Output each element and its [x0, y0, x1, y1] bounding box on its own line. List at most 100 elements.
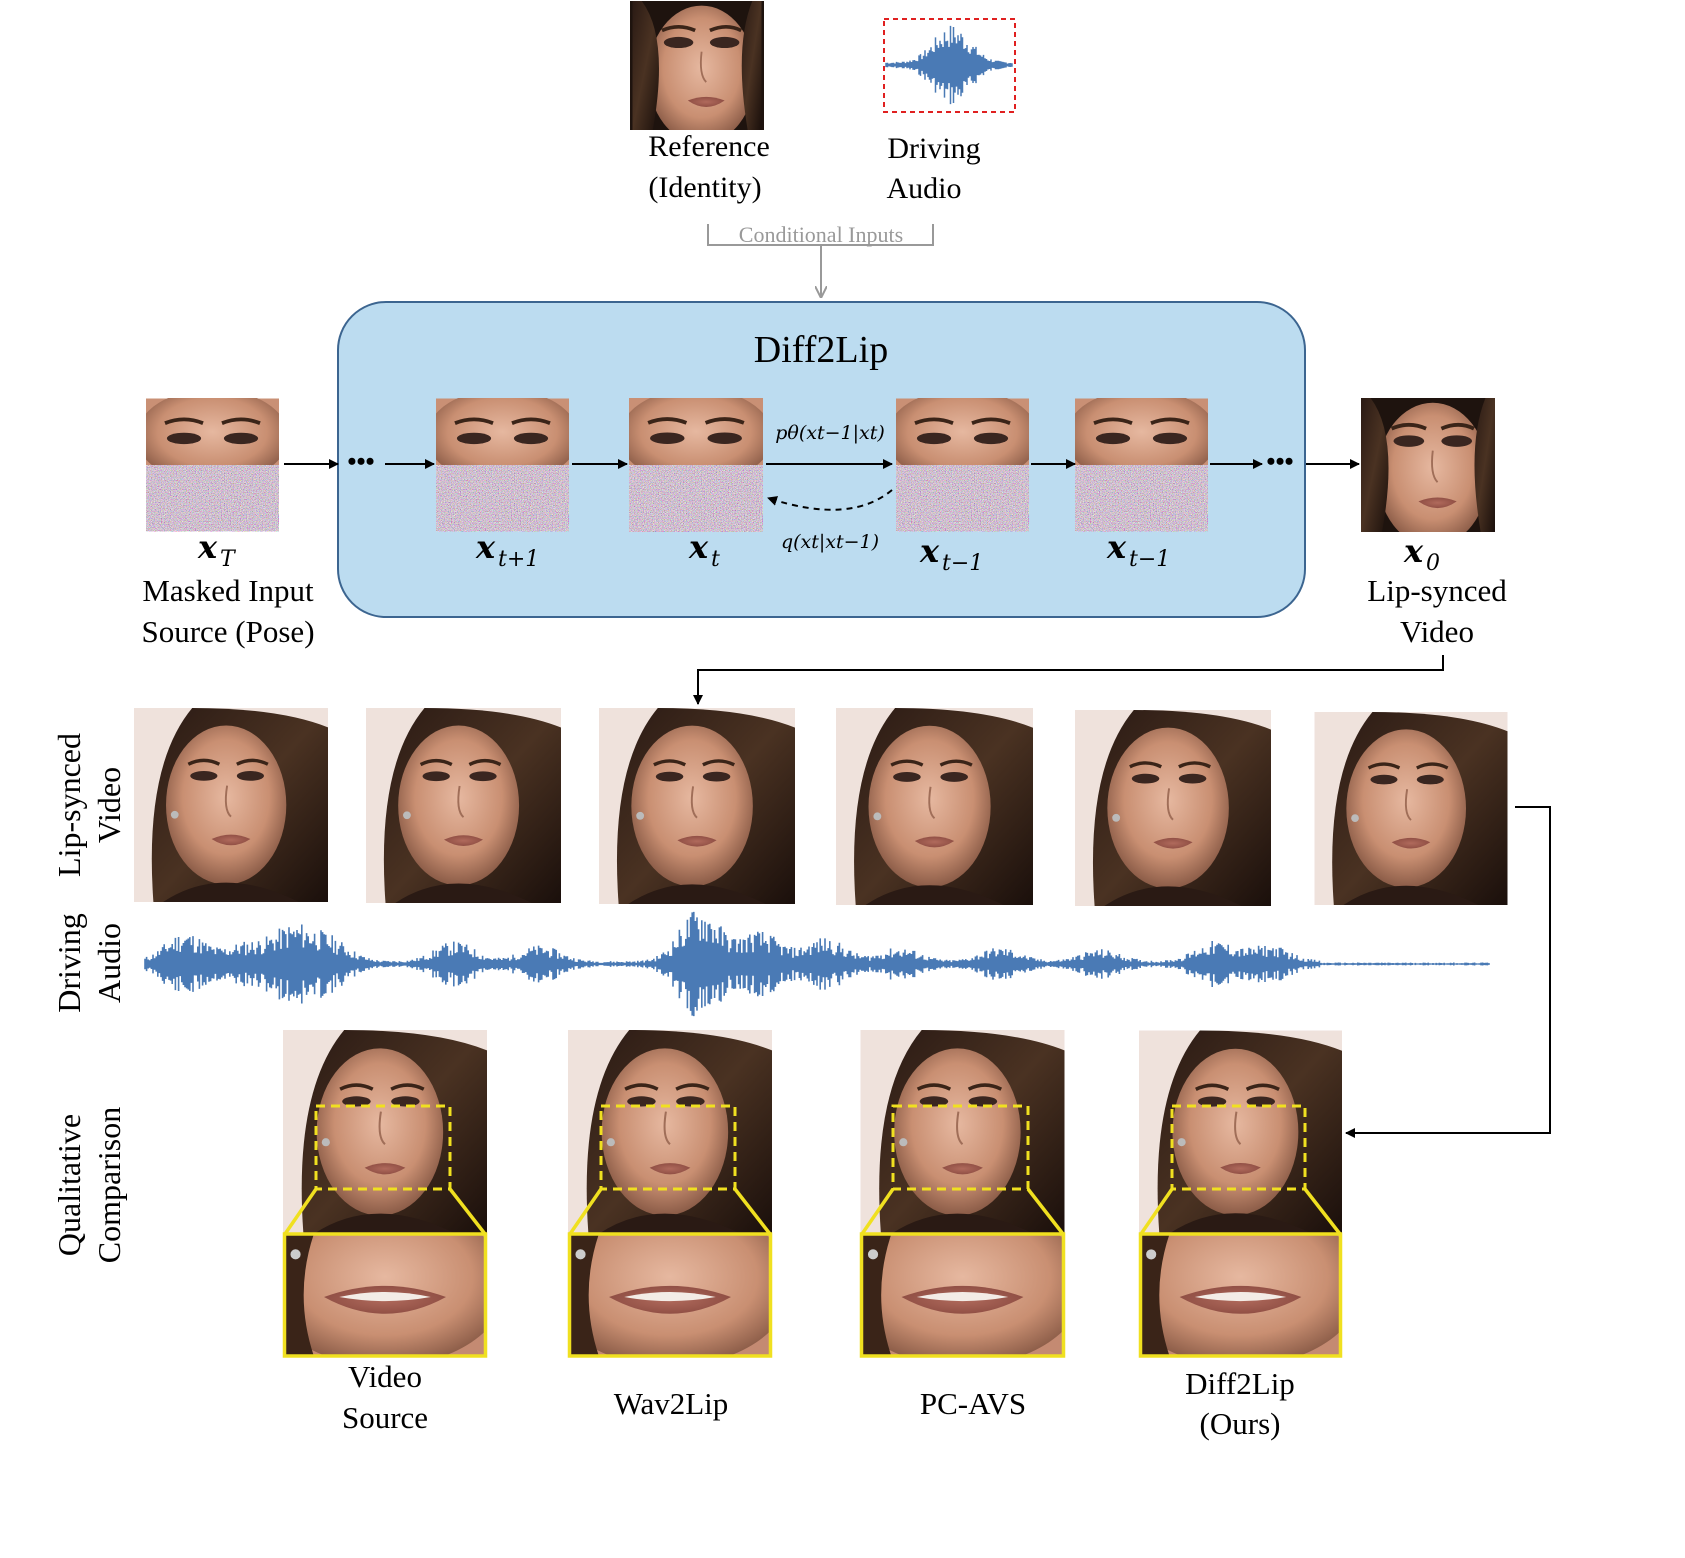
- symbol-xt-plus-1: x t+1: [475, 528, 539, 572]
- zoom-connector-line: [1303, 1187, 1342, 1236]
- svg-text:Comparison: Comparison: [91, 1107, 127, 1263]
- zoom-connector-line: [283, 1188, 318, 1235]
- row-label-audio: Driving Audio: [51, 913, 127, 1013]
- svg-text:Source: Source: [342, 1400, 428, 1435]
- driving-audio-thumbnail: [883, 18, 1016, 113]
- frame-xt-minus-1-a: [896, 398, 1029, 532]
- svg-text:t−1: t−1: [942, 551, 983, 576]
- symbol-xt-minus-1-a: x t−1: [919, 532, 983, 576]
- frame-xt-minus-1-b: [1075, 398, 1208, 532]
- svg-text:x: x: [475, 528, 496, 566]
- comparison-face: [1139, 1030, 1342, 1234]
- x0-to-video-connector: [693, 655, 1444, 705]
- frame-xT: [146, 398, 279, 532]
- symbol-xt: x t: [688, 528, 720, 572]
- method-label-diff2lip: Diff2Lip (Ours): [1185, 1366, 1295, 1441]
- zoom-connector-line: [448, 1187, 487, 1236]
- ellipsis-right: •••: [1266, 447, 1293, 476]
- frame-xt-plus-1: [436, 398, 569, 532]
- row-label-comparison: Qualitative Comparison: [51, 1107, 127, 1263]
- lipsynced-caption-1: Lip-synced: [1367, 573, 1507, 608]
- video-frame: [597, 708, 797, 904]
- pipeline-arrows: [284, 459, 1360, 511]
- conditional-inputs-label: Conditional Inputs: [739, 222, 903, 247]
- crop-region-box: [599, 1104, 737, 1191]
- zoom-box: [282, 1232, 488, 1358]
- video-frame: [1312, 712, 1510, 905]
- video-frame: [1073, 710, 1273, 906]
- mini-waveform: [885, 25, 1013, 105]
- zoom-connector-line: [860, 1188, 895, 1235]
- video-to-comparison-connector: [1345, 806, 1551, 1138]
- reference-label-line2: (Identity): [648, 171, 761, 204]
- comparison-wav2lip: [567, 1030, 773, 1358]
- zoom-connector-line: [568, 1188, 603, 1235]
- frame-xt: [629, 398, 763, 532]
- svg-text:Video: Video: [91, 767, 127, 843]
- svg-text:(Ours): (Ours): [1200, 1406, 1281, 1441]
- comparison-face: [283, 1030, 487, 1234]
- zoom-connector-line: [1026, 1187, 1065, 1236]
- frame-x0: [1361, 398, 1495, 532]
- qualitative-comparison: [282, 1030, 1343, 1358]
- video-frame: [366, 708, 561, 903]
- reference-identity-image: [630, 1, 764, 130]
- svg-text:Wav2Lip: Wav2Lip: [614, 1386, 729, 1421]
- zoom-box: [1138, 1232, 1343, 1358]
- driving-audio-label-line1: Driving: [887, 132, 980, 165]
- comparison-face: [860, 1030, 1065, 1234]
- symbol-x0: x 0: [1403, 532, 1440, 576]
- conditional-inputs-bracket: [707, 222, 934, 296]
- video-frame: [134, 708, 328, 902]
- driving-audio-waveform: [144, 911, 1490, 1017]
- svg-text:x: x: [197, 528, 218, 566]
- masked-input-caption-2: Source (Pose): [141, 614, 314, 649]
- crop-region-box: [891, 1104, 1030, 1191]
- driving-audio-label-line2: Audio: [887, 172, 962, 205]
- method-label-pc-avs: PC-AVS: [920, 1386, 1026, 1421]
- lipsynced-frames-row: [134, 708, 1510, 906]
- crop-region-box: [314, 1104, 452, 1191]
- video-frame: [834, 708, 1035, 905]
- crop-region-box: [1170, 1104, 1307, 1191]
- zoom-box: [567, 1232, 773, 1358]
- ellipsis-left: •••: [347, 447, 374, 476]
- audio-dashed-box: [883, 18, 1016, 113]
- forward-process-label: pθ(xt−1|xt): [775, 422, 885, 444]
- symbol-xt-minus-1-b: x t−1: [1106, 528, 1170, 572]
- method-label-wav2lip: Wav2Lip: [614, 1386, 729, 1421]
- reference-label-line1: Reference: [648, 130, 770, 163]
- comparison-diff2lip: [1138, 1030, 1343, 1358]
- svg-text:x: x: [688, 528, 709, 566]
- zoom-connector-line: [1139, 1188, 1174, 1235]
- method-label-video-source: Video Source: [342, 1359, 428, 1435]
- svg-text:Driving: Driving: [51, 913, 87, 1013]
- zoom-connector-line: [733, 1187, 772, 1236]
- svg-text:t: t: [711, 547, 720, 572]
- row-label-lipsynced: Lip-synced Video: [51, 733, 127, 877]
- comparison-face: [568, 1030, 772, 1234]
- svg-text:x: x: [1106, 528, 1127, 566]
- model-title: Diff2Lip: [754, 329, 888, 371]
- masked-input-caption-1: Masked Input: [142, 573, 314, 608]
- lipsynced-caption-2: Video: [1400, 614, 1474, 649]
- svg-text:Diff2Lip: Diff2Lip: [1185, 1366, 1295, 1401]
- svg-text:T: T: [220, 547, 237, 572]
- svg-text:Video: Video: [348, 1359, 422, 1394]
- reverse-arrow: [767, 489, 893, 511]
- svg-text:x: x: [919, 532, 940, 570]
- svg-text:0: 0: [1426, 551, 1440, 576]
- reverse-process-label: q(xt|xt−1): [781, 531, 879, 553]
- svg-text:Qualitative: Qualitative: [51, 1114, 87, 1256]
- symbol-xT: x T: [197, 528, 237, 572]
- zoom-box: [859, 1232, 1066, 1358]
- svg-text:t+1: t+1: [498, 547, 539, 572]
- svg-text:PC-AVS: PC-AVS: [920, 1386, 1026, 1421]
- comparison-pc-avs: [859, 1030, 1066, 1358]
- svg-text:x: x: [1403, 532, 1424, 570]
- svg-text:Lip-synced: Lip-synced: [51, 733, 87, 877]
- comparison-video-source: [282, 1030, 488, 1358]
- svg-text:Audio: Audio: [91, 923, 127, 1003]
- svg-text:t−1: t−1: [1129, 547, 1170, 572]
